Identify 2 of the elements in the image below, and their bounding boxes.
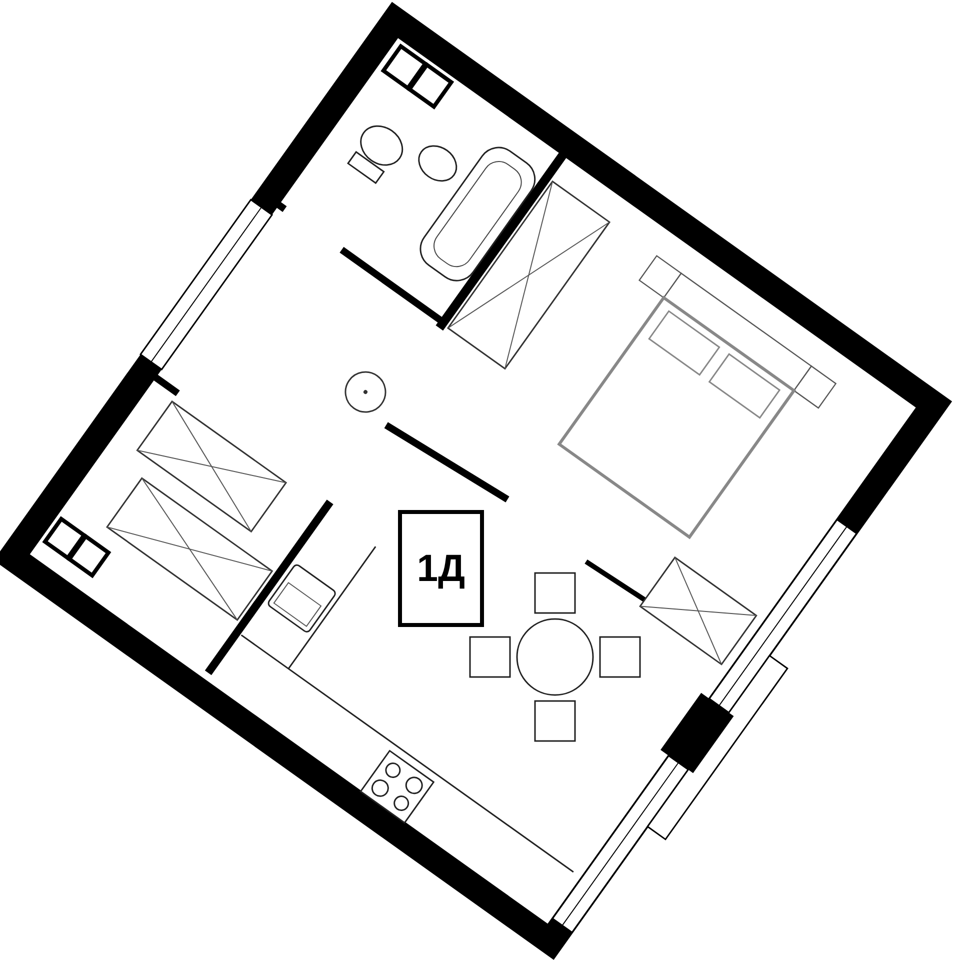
apartment-type-label: 1Д [416,550,466,588]
apartment-label-box [398,510,484,627]
